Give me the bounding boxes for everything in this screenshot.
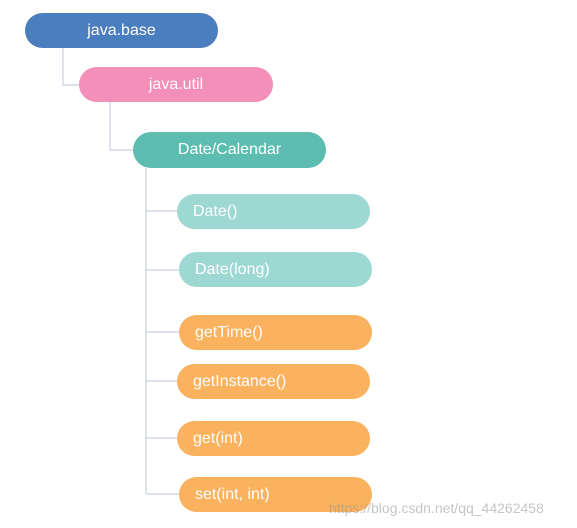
node-method-date-long: Date(long) [179,252,372,287]
node-java-util: java.util [79,67,273,102]
node-method-get-instance: getInstance() [177,364,370,399]
connector-util-datecal [109,102,133,151]
node-java-base: java.base [25,13,218,48]
node-date-calendar: Date/Calendar [133,132,326,168]
node-method-get-time: getTime() [179,315,372,350]
node-method-set-int-int: set(int, int) [179,477,372,512]
watermark-url: https://blog.csdn.net/qq_44262458 [329,500,544,516]
node-method-get-int: get(int) [177,421,370,456]
node-method-date: Date() [177,194,370,229]
connector-base-util [62,48,79,86]
